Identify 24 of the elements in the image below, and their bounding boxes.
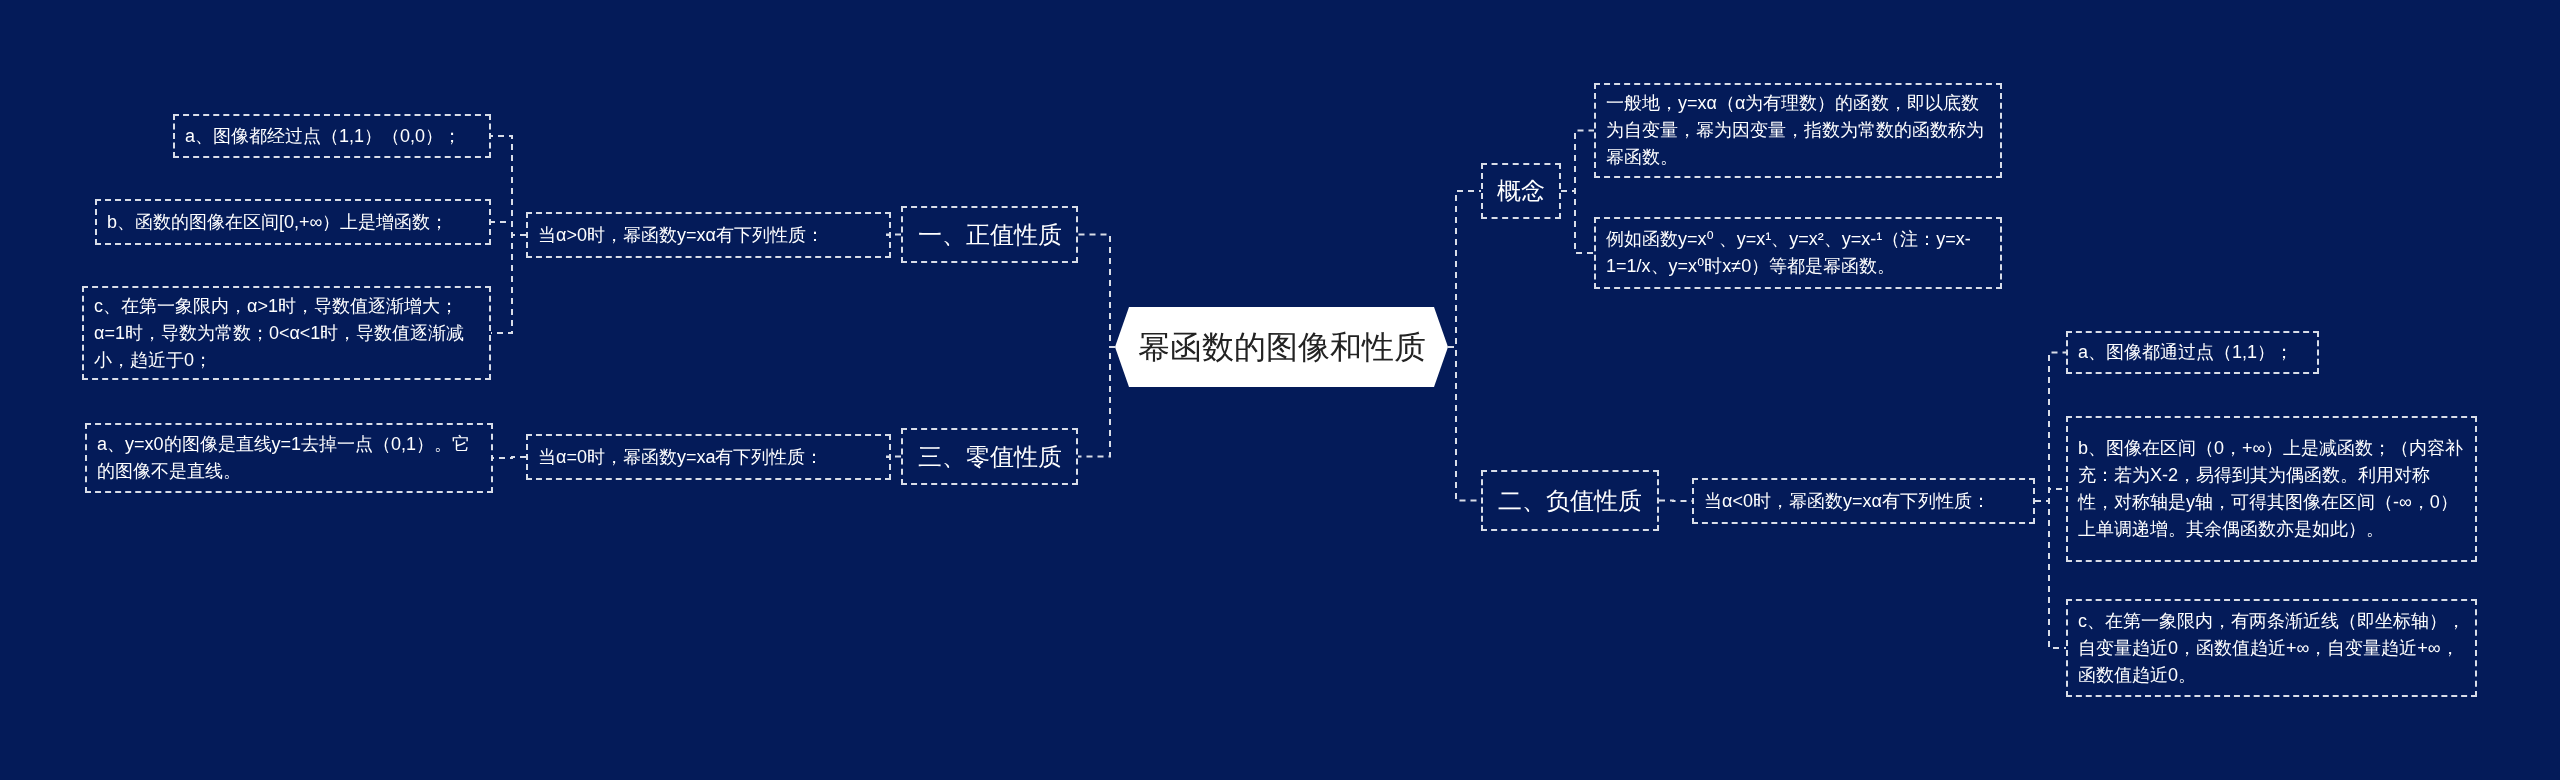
note-box: c、在第一象限内，有两条渐近线（即坐标轴），自变量趋近0，函数值趋近+∞，自变量趋近+∞，函数值趋近0。 bbox=[2066, 599, 2477, 697]
note-box: 当α<0时，幂函数y=xα有下列性质： bbox=[1692, 478, 2035, 524]
note-box: a、y=x0的图像是直线y=1去掉一点（0,1）。它的图像不是直线。 bbox=[85, 423, 493, 493]
connector-line bbox=[1077, 346, 1116, 458]
connector-line bbox=[886, 233, 902, 236]
topic-box: 一、正值性质 bbox=[901, 206, 1078, 263]
connector-line bbox=[886, 455, 902, 458]
note-box: b、图像在区间（0，+∞）上是减函数；（内容补充：若为X-2，易得到其为偶函数。利用对称性，对称轴是y轴，可得其图像在区间（-∞，0）上单调递增。其余偶函数亦是如此）。 bbox=[2066, 416, 2477, 562]
note-box: a、图像都通过点（1,1）； bbox=[2066, 331, 2319, 374]
note-box: 例如函数y=x⁰ 、y=x¹、y=x²、y=x-¹（注：y=x-1=1/x、y=x⁰时x≠0）等都是幂函数。 bbox=[1594, 217, 2002, 289]
note-box: c、在第一象限内，α>1时，导数值逐渐增大；α=1时，导数为常数；0<α<1时，导数值逐渐减小，趋近于0； bbox=[82, 286, 491, 380]
topic-box: 概念 bbox=[1481, 163, 1561, 219]
topic-box: 三、零值性质 bbox=[901, 428, 1078, 485]
note-box: b、函数的图像在区间[0,+∞）上是增函数； bbox=[95, 199, 491, 245]
title-hexagon: 幂函数的图像和性质 bbox=[1115, 307, 1448, 387]
note-box: 当α=0时，幂函数y=xa有下列性质： bbox=[526, 434, 891, 480]
connector-line bbox=[490, 234, 527, 334]
connector-line bbox=[492, 456, 527, 459]
topic-box: 二、负值性质 bbox=[1481, 470, 1659, 531]
note-box: a、图像都经过点（1,1）（0,0）； bbox=[173, 114, 491, 158]
connector-line bbox=[1560, 190, 1595, 254]
note-box: 当α>0时，幂函数y=xα有下列性质： bbox=[526, 212, 891, 258]
connector-line bbox=[2034, 500, 2067, 649]
note-box: 一般地，y=xα（α为有理数）的函数，即以底数为自变量，幂为因变量，指数为常数的函数称为幂函数。 bbox=[1594, 83, 2002, 178]
